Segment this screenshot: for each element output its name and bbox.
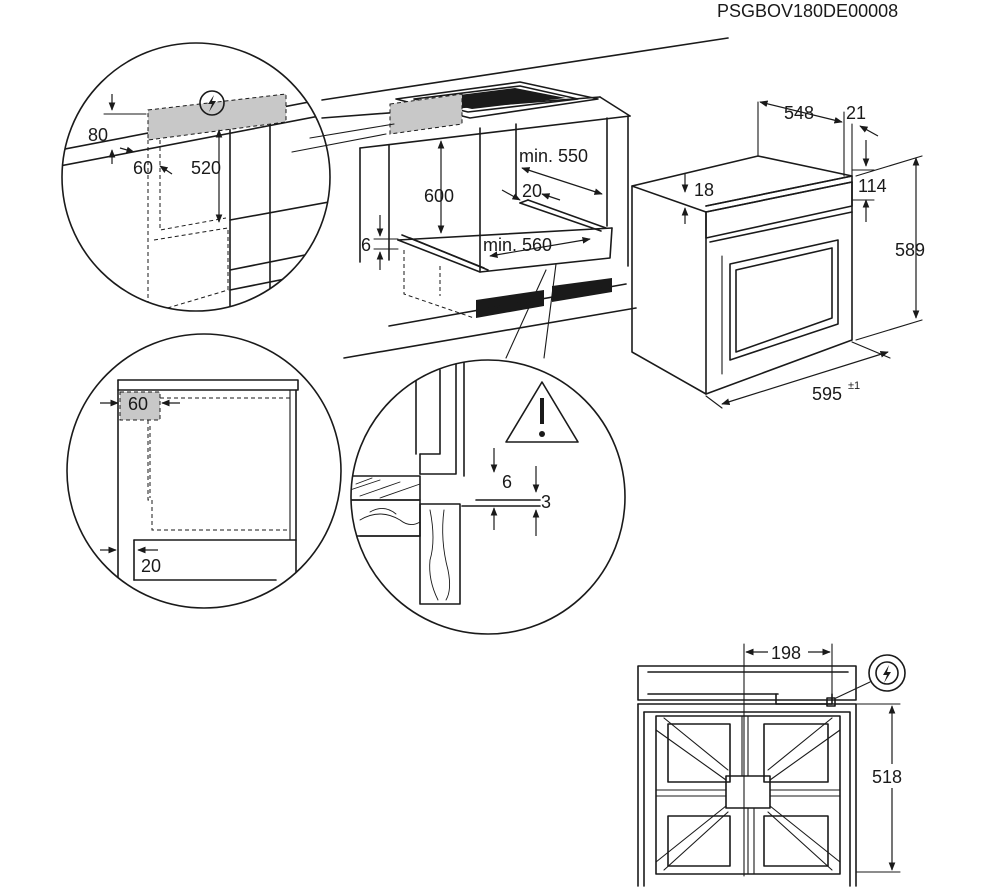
dim-oven-width-tolerance: ±1 — [848, 380, 860, 392]
dim-socket-depth: 520 — [191, 158, 221, 178]
dim-rear-gap: 20 — [522, 181, 542, 201]
dim-side-socket: 60 — [128, 394, 148, 414]
dim-oven-width: 595 — [812, 384, 842, 404]
dim-shelf-gap: 6 — [361, 235, 371, 255]
dim-panel-height: 114 — [858, 176, 887, 196]
dim-socket-position: 198 — [771, 643, 801, 663]
dim-socket-height: 80 — [88, 125, 108, 145]
power-connection-icon — [868, 654, 906, 692]
dim-gap-3: 3 — [541, 492, 551, 512]
dim-oven-depth: 548 — [784, 103, 814, 123]
dim-socket-offset: 60 — [133, 158, 153, 178]
detail-power-connection: 80 60 520 — [61, 42, 395, 312]
top-view: 198 518 — [637, 642, 912, 887]
dim-door-thickness: 21 — [846, 103, 866, 123]
oven-view: 548 21 114 18 589 595 ±1 — [631, 100, 925, 409]
dim-oven-height: 589 — [895, 240, 925, 260]
dim-min-depth: min. 550 — [519, 146, 588, 166]
cabinet-view: 600 min. 550 20 min. 560 6 — [321, 37, 729, 359]
detail-side-gap: 60 20 — [66, 333, 342, 609]
dim-cabinet-depth: 518 — [872, 767, 902, 787]
dim-side-gap: 20 — [141, 556, 161, 576]
detail-ventilation-gap: 6 3 — [350, 263, 626, 635]
dim-min-width: min. 560 — [483, 235, 552, 255]
dim-cabinet-height: 600 — [424, 186, 454, 206]
warning-triangle-icon — [505, 381, 579, 443]
power-connection-icon — [199, 90, 225, 116]
reference-code: PSGBOV180DE00008 — [717, 1, 898, 21]
dim-frame-top: 18 — [694, 180, 714, 200]
dim-gap-6: 6 — [502, 472, 512, 492]
